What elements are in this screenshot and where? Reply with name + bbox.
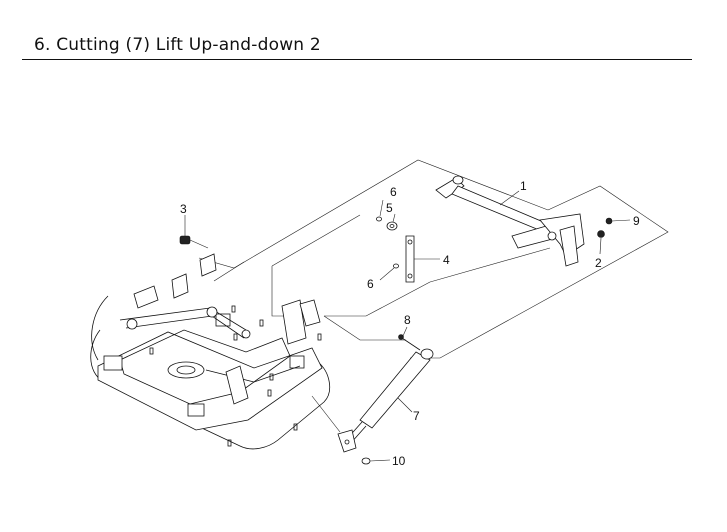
callout-1: 1 (520, 179, 527, 193)
part-6-clip-upper (376, 216, 382, 222)
part-10-clip (361, 457, 371, 465)
part-3-nut (179, 235, 209, 249)
callout-5: 5 (386, 201, 393, 215)
part-4-link-plate (405, 235, 415, 283)
callout-labels: 1 2 3 4 5 6 6 7 8 9 10 (180, 179, 640, 468)
part-6-clip-lower (393, 263, 399, 269)
part-2-bolt (597, 230, 605, 238)
part-5-washer (386, 221, 398, 231)
callout-7: 7 (413, 409, 420, 423)
callout-3: 3 (180, 202, 187, 216)
callout-10: 10 (392, 454, 406, 468)
title-divider (22, 59, 692, 60)
leader-lines (184, 190, 631, 462)
part-8-pin (398, 334, 421, 351)
mower-deck (90, 253, 331, 450)
page-title: 6. Cutting (7) Lift Up-and-down 2 (34, 35, 321, 55)
callout-2: 2 (595, 256, 602, 270)
callout-6-upper: 6 (390, 185, 397, 199)
callout-8: 8 (404, 313, 411, 327)
callout-6-lower: 6 (367, 277, 374, 291)
part-7-gas-spring (337, 348, 434, 453)
callout-9: 9 (633, 214, 640, 228)
part-9-nut (605, 217, 613, 225)
callout-4: 4 (443, 253, 450, 267)
part-1-lift-arm (435, 175, 585, 267)
